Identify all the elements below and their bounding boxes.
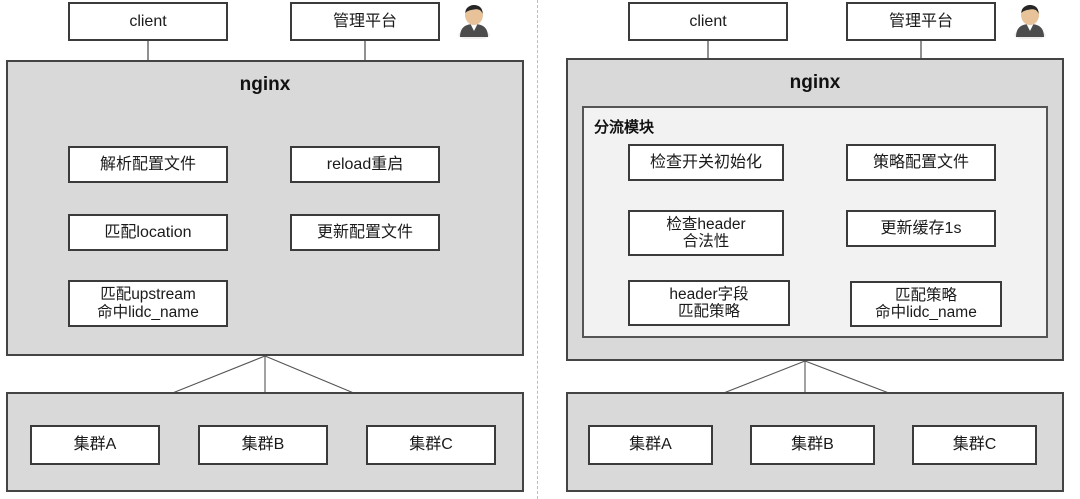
left-cluster-c[interactable]: 集群C — [366, 425, 496, 465]
left-cluster-a[interactable]: 集群A — [30, 425, 160, 465]
right-node-check-switch-init[interactable]: 检查开关初始化 — [628, 144, 784, 181]
left-architecture-panel: client 管理平台 nginx 解析配置文件 匹配location 匹配up… — [6, 2, 524, 492]
user-avatar-icon — [1013, 3, 1047, 40]
left-node-parse-config[interactable]: 解析配置文件 — [68, 146, 228, 183]
panel-divider — [537, 0, 538, 499]
right-cluster-c[interactable]: 集群C — [912, 425, 1037, 465]
right-node-header-field-match-policy[interactable]: header字段 匹配策略 — [628, 280, 790, 326]
right-cluster-a[interactable]: 集群A — [588, 425, 713, 465]
right-node-policy-config-file[interactable]: 策略配置文件 — [846, 144, 996, 181]
left-admin-platform-box[interactable]: 管理平台 — [290, 2, 440, 41]
right-architecture-panel: client 管理平台 nginx 分流模块 检查开关初始化 检查header … — [540, 0, 1080, 499]
right-node-update-cache-1s[interactable]: 更新缓存1s — [846, 210, 996, 247]
right-node-match-policy-hit-lidc[interactable]: 匹配策略 命中lidc_name — [850, 281, 1002, 327]
left-node-match-upstream[interactable]: 匹配upstream 命中lidc_name — [68, 280, 228, 327]
right-client-box[interactable]: client — [628, 2, 788, 41]
left-node-match-location[interactable]: 匹配location — [68, 214, 228, 251]
right-module-title: 分流模块 — [594, 119, 655, 136]
right-node-check-header-validity[interactable]: 检查header 合法性 — [628, 210, 784, 256]
left-nginx-title: nginx — [239, 74, 291, 95]
user-avatar-icon — [457, 3, 491, 40]
left-client-box[interactable]: client — [68, 2, 228, 41]
right-cluster-b[interactable]: 集群B — [750, 425, 875, 465]
left-node-reload-restart[interactable]: reload重启 — [290, 146, 440, 183]
left-node-update-config[interactable]: 更新配置文件 — [290, 214, 440, 251]
left-cluster-b[interactable]: 集群B — [198, 425, 328, 465]
right-admin-platform-box[interactable]: 管理平台 — [846, 2, 996, 41]
right-nginx-title: nginx — [789, 72, 841, 93]
